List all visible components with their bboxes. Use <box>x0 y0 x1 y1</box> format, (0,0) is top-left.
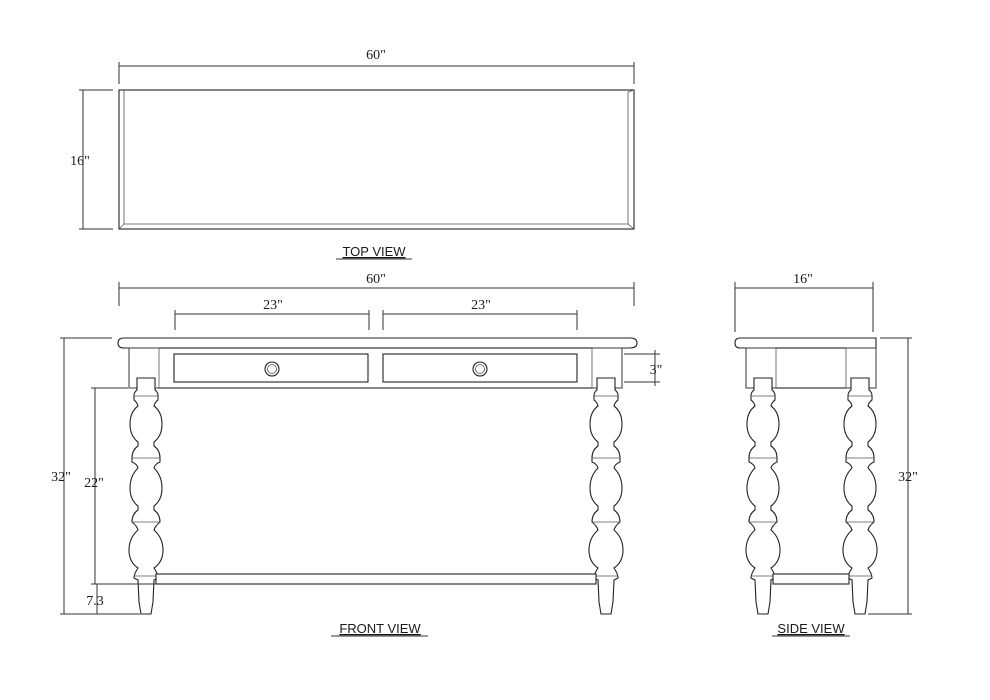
side-height-label: 32" <box>898 470 918 485</box>
side-stretcher <box>772 573 850 585</box>
drawer-left-knob <box>264 361 280 377</box>
front-tabletop <box>117 337 638 349</box>
front-view-title: FRONT VIEW <box>339 621 421 636</box>
front-view: 60" 23" 23" <box>51 272 662 637</box>
top-depth-label: 16" <box>70 154 90 169</box>
front-stretcher <box>155 573 597 585</box>
stretcher-height-dimension: 7.3 <box>86 584 104 614</box>
top-view-title: TOP VIEW <box>342 244 406 259</box>
drawer-width-dimensions: 23" 23" <box>174 298 578 330</box>
drawer-left-width-label: 23" <box>263 298 283 313</box>
side-depth-dimension: 16" <box>734 272 874 332</box>
drawer-right-knob <box>472 361 488 377</box>
front-width-label: 60" <box>366 272 386 287</box>
front-width-dimension: 60" <box>118 272 635 306</box>
knee-height-label: 22" <box>84 476 104 491</box>
side-depth-label: 16" <box>793 272 813 287</box>
drawer-height-label: 3" <box>650 363 663 378</box>
drawer-right <box>382 353 578 383</box>
front-height-label: 32" <box>51 470 71 485</box>
knee-height-dimension: 22" <box>84 387 156 585</box>
drawer-height-dimension: 3" <box>624 350 662 386</box>
top-view: 60" 16" TOP VIEW <box>70 48 635 260</box>
top-width-label: 60" <box>366 48 386 63</box>
stretcher-height-label: 7.3 <box>86 594 104 609</box>
side-tabletop <box>734 337 877 349</box>
drawer-right-width-label: 23" <box>471 298 491 313</box>
side-view-title: SIDE VIEW <box>777 621 845 636</box>
top-width-dimension: 60" <box>118 48 635 84</box>
side-height-dimension: 32" <box>868 337 918 615</box>
side-view: 16" 32" SIDE VIEW <box>734 272 918 637</box>
front-height-dimension: 32" <box>51 337 140 615</box>
top-depth-dimension: 16" <box>70 89 113 230</box>
tabletop-outline <box>118 89 635 230</box>
